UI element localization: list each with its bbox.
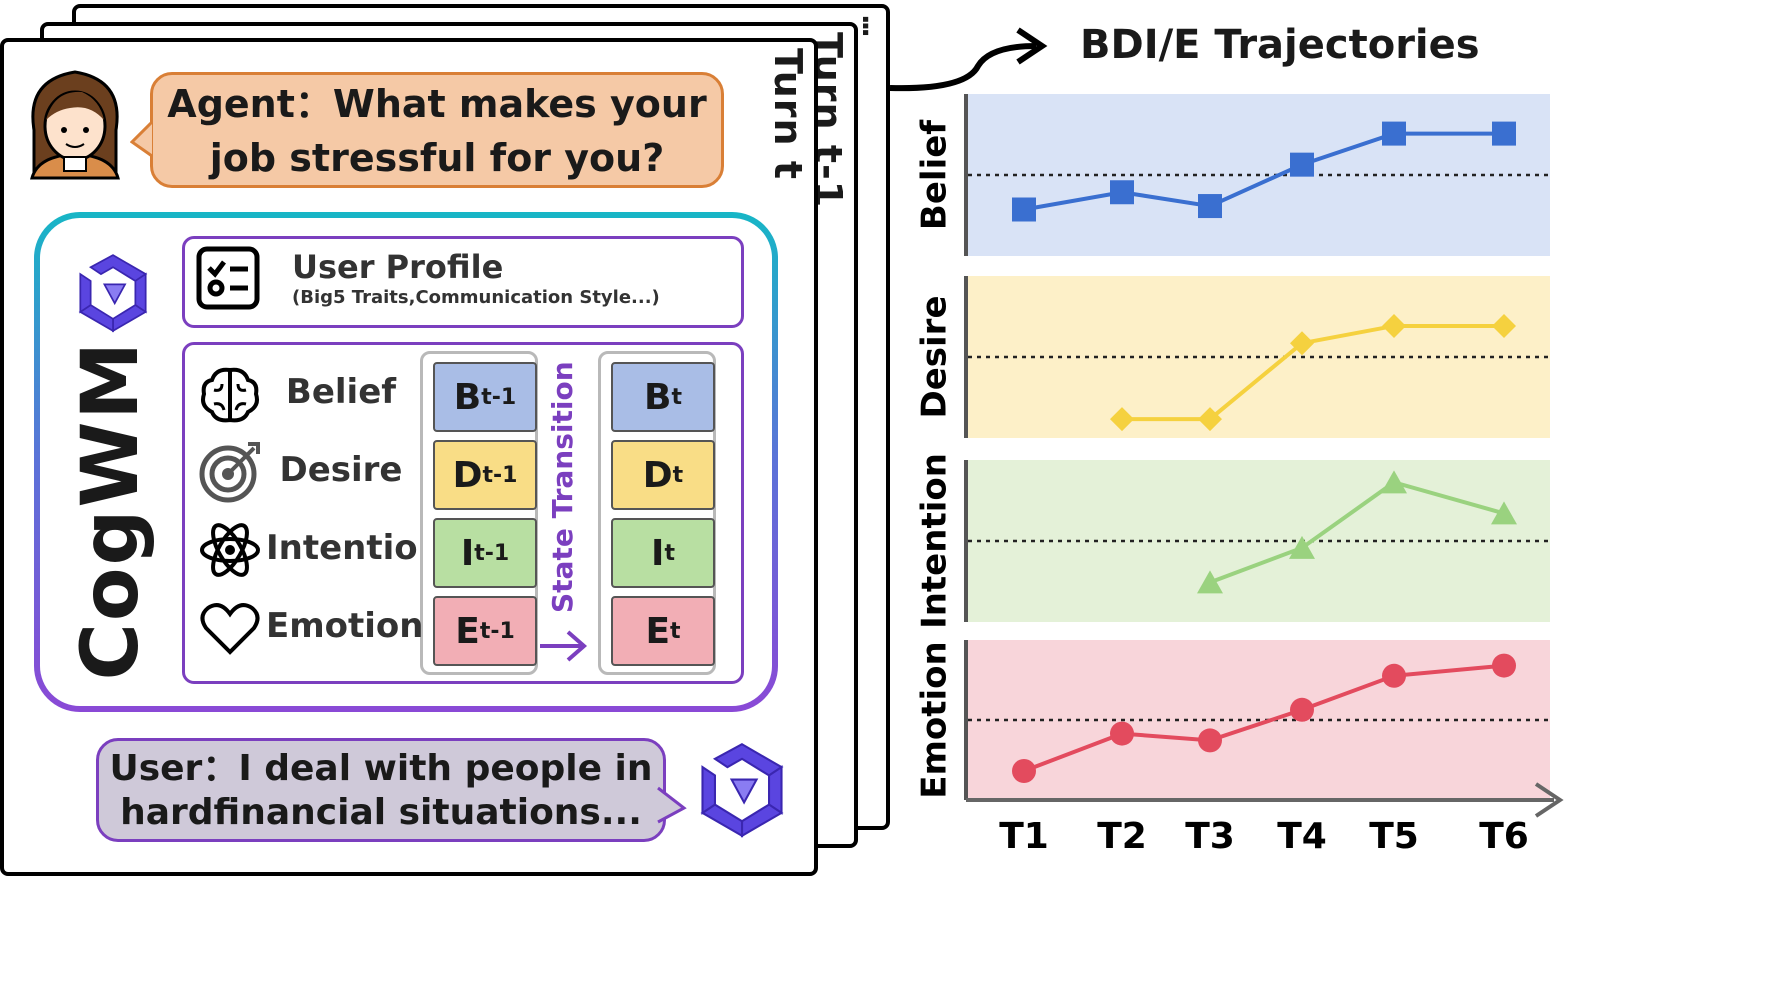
state-transition-arrow-icon [540, 630, 588, 662]
series-label-intention: Intention [915, 453, 955, 629]
point-belief-5 [1382, 121, 1406, 146]
point-belief-1 [1012, 197, 1036, 222]
x-tick-t6: T6 [1479, 816, 1529, 857]
cogwm-title: CogWM [66, 340, 156, 681]
point-desire-4 [1382, 313, 1406, 338]
state-label-desire: Desire [279, 450, 403, 490]
point-emotion-6 [1492, 653, 1516, 678]
agent-bubble-line1: Agent：What makes your [167, 82, 707, 126]
series-label-emotion: Emotion [915, 641, 955, 798]
x-tick-t4: T4 [1277, 816, 1327, 857]
x-tick-t1: T1 [999, 816, 1049, 857]
point-emotion-2 [1110, 721, 1134, 746]
series-line-belief [1023, 131, 1504, 212]
agent-bubble-tail [130, 120, 154, 158]
user-bubble-tail [657, 786, 687, 824]
turn-t-label: Turn t [766, 48, 810, 180]
user-speech-bubble: User：I deal with people in hardfinancial… [96, 738, 666, 842]
state-label-emotion: Emotion [266, 606, 424, 646]
target-icon [199, 442, 260, 503]
user-profile-title: User Profile [292, 248, 504, 286]
state-label-intentio: Intentio [266, 528, 418, 568]
point-belief-3 [1198, 194, 1222, 219]
series-line-intention [1209, 480, 1505, 585]
user-bubble-line1: User：I deal with people in [109, 748, 653, 789]
heart-icon [200, 603, 260, 655]
point-desire-2 [1198, 407, 1222, 432]
atom-icon [200, 523, 260, 577]
flow-arrow-icon [889, 27, 1048, 92]
user-profile-subtitle: (Big5 Traits,Communication Style...) [292, 287, 660, 308]
point-intention-4 [1491, 501, 1517, 525]
series-label-desire: Desire [915, 295, 955, 418]
point-desire-3 [1290, 331, 1314, 356]
point-emotion-4 [1290, 697, 1314, 722]
point-intention-2 [1289, 535, 1315, 559]
x-axis-arrow-icon [1534, 782, 1564, 818]
point-desire-1 [1110, 407, 1134, 432]
point-intention-1 [1197, 570, 1223, 594]
x-tick-t3: T3 [1185, 816, 1235, 857]
brain-icon [201, 367, 259, 423]
point-desire-5 [1492, 313, 1516, 338]
series-label-belief: Belief [915, 119, 955, 230]
point-belief-4 [1290, 152, 1314, 177]
point-emotion-5 [1382, 663, 1406, 688]
trajectories-title: BDI/E Trajectories [1080, 22, 1480, 68]
agent-bubble-line2: job stressful for you? [209, 136, 665, 180]
cogwm-logo-icon [78, 254, 148, 333]
ellipsis-marker: ... [856, 14, 889, 34]
cogwm-logo-bottom-icon [700, 743, 784, 838]
point-intention-3 [1381, 470, 1407, 494]
agent-avatar [30, 70, 120, 180]
point-emotion-1 [1012, 759, 1036, 783]
state-transition-label: State Transition [546, 361, 579, 613]
point-belief-6 [1492, 121, 1516, 146]
series-line-emotion [1023, 663, 1505, 773]
point-belief-2 [1110, 180, 1134, 205]
state-label-belief: Belief [285, 372, 397, 412]
agent-speech-bubble: Agent：What makes your job stressful for … [150, 72, 724, 188]
point-emotion-3 [1198, 728, 1222, 753]
user-profile-panel [182, 236, 744, 328]
checklist-icon [196, 246, 260, 310]
x-tick-t2: T2 [1097, 816, 1147, 857]
user-bubble-line2: hardfinancial situations... [120, 792, 642, 833]
x-tick-t5: T5 [1369, 816, 1419, 857]
